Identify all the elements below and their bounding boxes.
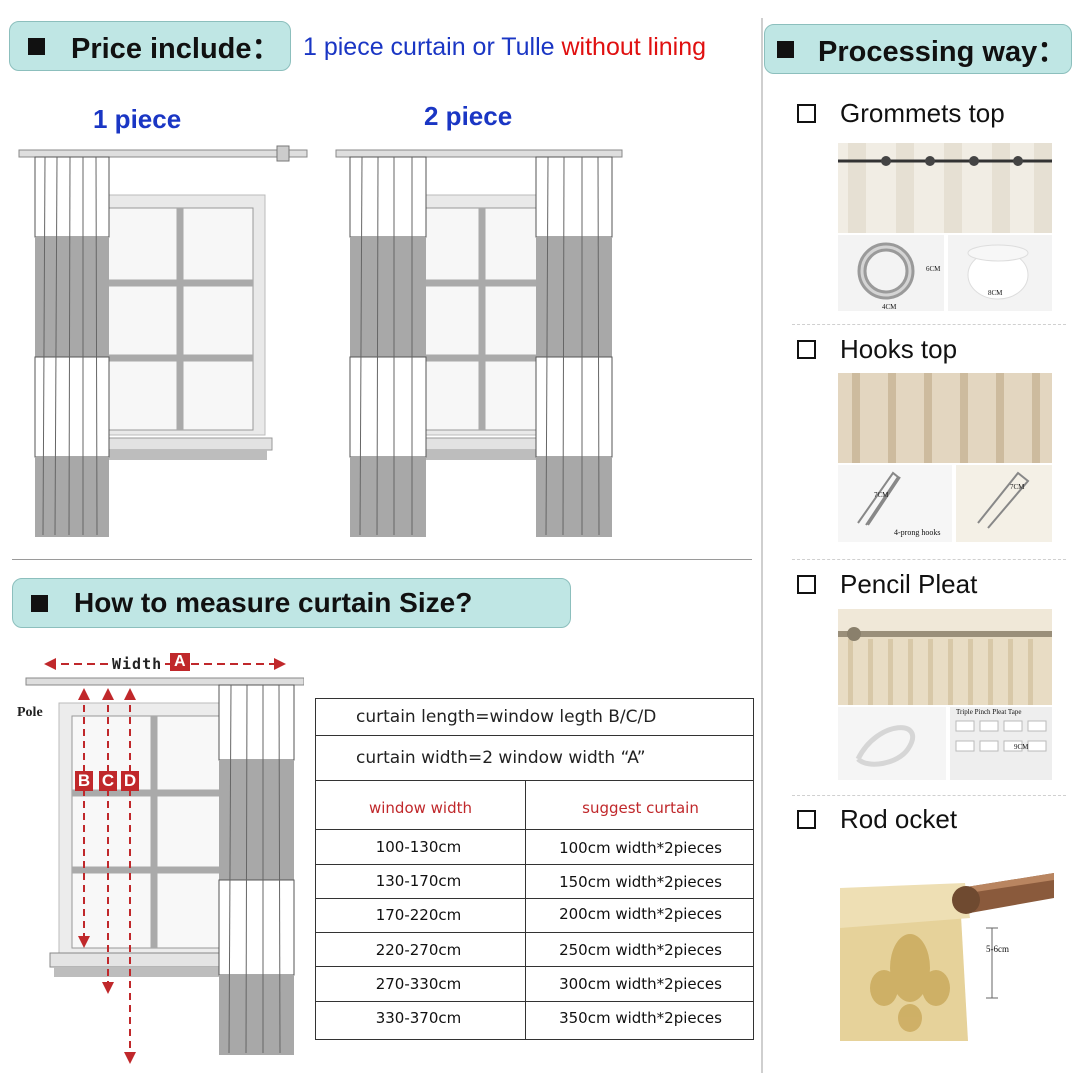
four-prong-hooks-label: 4-prong hooks xyxy=(894,528,941,537)
width-label: Width xyxy=(110,655,165,673)
pinch-pleat-tape-label: Triple Pinch Pleat Tape xyxy=(956,708,1022,716)
length-letter-d: D xyxy=(121,771,139,791)
table-cell-suggest: 350cm width*2pieces xyxy=(559,1009,722,1027)
grommet-size-label: 6CM xyxy=(926,265,941,273)
option-hooks-top: Hooks top xyxy=(797,334,957,365)
option-pencil-pleat: Pencil Pleat xyxy=(797,569,977,600)
pleat-tape-size-label: 9CM xyxy=(1014,743,1029,751)
bullet-square-icon xyxy=(31,594,48,612)
table-cell-suggest: 200cm width*2pieces xyxy=(559,905,722,923)
one-piece-illustration xyxy=(18,145,308,537)
two-piece-label: 2 piece xyxy=(424,101,513,131)
table-cell-window: 330-370cm xyxy=(375,1009,462,1027)
rod-pocket-photo: 5-6cm xyxy=(840,858,1054,1041)
checkbox-icon xyxy=(797,810,816,829)
pencil-pleat-photo: Triple Pinch Pleat Tape 9CM xyxy=(838,609,1052,780)
one-piece-label: 1 piece xyxy=(93,104,182,134)
bullet-square-icon xyxy=(777,40,794,58)
option-divider xyxy=(792,324,1066,325)
option-grommets-top: Grommets top xyxy=(797,98,1005,129)
hooks-photo-drawing xyxy=(838,373,1052,542)
rod-pocket-photo-drawing xyxy=(840,873,1054,1041)
grommets-photo-drawing xyxy=(838,143,1052,311)
hooks-top-photo: 7CM 4-prong hooks 7CM xyxy=(838,373,1052,542)
table-cell-suggest: 100cm width*2pieces xyxy=(559,839,722,857)
pole-label: Pole xyxy=(17,705,43,720)
checkbox-icon xyxy=(797,575,816,594)
table-cell-window: 170-220cm xyxy=(375,906,462,924)
table-cell-suggest: 250cm width*2pieces xyxy=(559,941,722,959)
size-table: curtain length=window legth B/C/D curtai… xyxy=(315,698,754,1040)
measure-diagram: Width A Pole B C D xyxy=(14,648,304,1068)
option-divider xyxy=(792,795,1066,796)
processing-way-title: Processing way： xyxy=(818,36,1067,68)
option-divider xyxy=(792,559,1066,560)
col-header-suggest-curtain: suggest curtain xyxy=(582,799,699,817)
pencil-pleat-photo-drawing xyxy=(838,609,1052,780)
pocket-size-label: 5-6cm xyxy=(986,944,1009,954)
section-divider xyxy=(12,559,752,560)
price-include-note: 1 piece curtain or Tulle without lining xyxy=(303,33,707,61)
table-cell-suggest: 300cm width*2pieces xyxy=(559,975,722,993)
column-divider xyxy=(761,18,763,1073)
table-cell-window: 130-170cm xyxy=(375,872,462,890)
checkbox-icon xyxy=(797,104,816,123)
option-rod-pocket: Rod ocket xyxy=(797,804,957,835)
checkbox-icon xyxy=(797,340,816,359)
tape-size-label: 7CM xyxy=(1010,483,1025,491)
measure-title: How to measure curtain Size? xyxy=(74,587,473,618)
length-letter-b: B xyxy=(75,771,93,791)
price-include-title: Price include： xyxy=(71,33,281,65)
measure-diagram-drawing xyxy=(25,658,304,1064)
bullet-square-icon xyxy=(28,37,45,55)
price-include-header: Price include： xyxy=(9,21,291,71)
table-cell-window: 100-130cm xyxy=(375,838,462,856)
grommet-inner-label: 4CM xyxy=(882,303,897,311)
table-cell-suggest: 150cm width*2pieces xyxy=(559,873,722,891)
two-piece-illustration xyxy=(335,149,623,537)
length-letter-c: C xyxy=(99,771,117,791)
size-rule-width: curtain width=2 window width “A” xyxy=(356,748,646,768)
processing-way-header: Processing way： xyxy=(764,24,1072,74)
table-cell-window: 220-270cm xyxy=(375,941,462,959)
table-cell-window: 270-330cm xyxy=(375,975,462,993)
hook-size-label: 7CM xyxy=(874,491,889,499)
tape-width-label: 8CM xyxy=(988,289,1003,297)
grommets-top-photo: 6CM 4CM 8CM xyxy=(838,143,1052,311)
size-rule-length: curtain length=window legth B/C/D xyxy=(356,707,657,727)
measure-header: How to measure curtain Size? xyxy=(12,578,571,628)
width-letter-badge: A xyxy=(170,653,190,671)
col-header-window-width: window width xyxy=(368,799,473,817)
